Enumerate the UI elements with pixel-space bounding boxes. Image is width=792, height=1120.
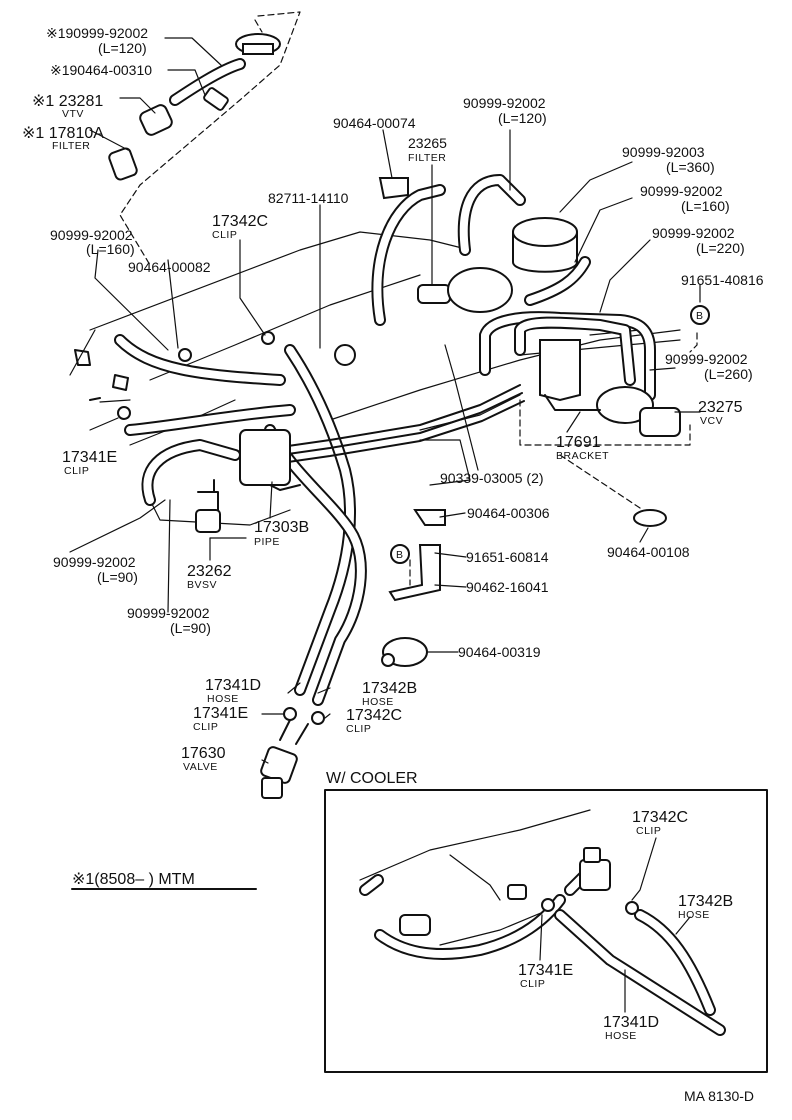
label-clip-17341e-left: CLIP: [64, 465, 89, 477]
label-190999-92002: ※190999-92002: [46, 25, 148, 41]
label-bvsv: BVSV: [187, 579, 217, 591]
metal-pipe-bundle: [249, 384, 525, 491]
label-17303b: 17303B: [254, 519, 309, 536]
production-date-note: ※1(8508– ) MTM: [72, 871, 195, 888]
label-90464-00082: 90464-00082: [128, 259, 211, 275]
dashed-boundaries: [119, 11, 698, 586]
label-clip-17342c-top: CLIP: [212, 229, 237, 241]
label-clip-17341e-lower: CLIP: [193, 721, 218, 733]
label-cooler-17341d: 17341D: [603, 1014, 659, 1031]
label-90999-92002-l120: 90999-92002: [463, 95, 546, 111]
label-91651-60814: 91651-60814: [466, 549, 549, 565]
label-17341e-left: 17341E: [62, 449, 117, 466]
label-90999-92002-l160-left: 90999-92002: [50, 227, 133, 243]
label-l120: (L=120): [498, 110, 547, 126]
label-vcv: VCV: [700, 415, 723, 427]
label-bracket: BRACKET: [556, 450, 609, 462]
label-90999-92002-l90-b: 90999-92002: [127, 605, 210, 621]
label-90999-92002-l260: 90999-92002: [665, 351, 748, 367]
label-91651-40816: 91651-40816: [681, 272, 764, 288]
label-valve: VALVE: [183, 761, 218, 773]
label-90339-03005: 90339-03005 (2): [440, 470, 544, 486]
label-17341d: 17341D: [205, 677, 261, 694]
label-17691: 17691: [556, 434, 601, 451]
label-clip-17342c-lower: CLIP: [346, 723, 371, 735]
label-hose-17342b: HOSE: [362, 696, 394, 708]
label-82711-14110: 82711-14110: [268, 190, 349, 206]
label-l360: (L=360): [666, 159, 715, 175]
label-filter-23265: FILTER: [408, 152, 446, 164]
label-l90-a: (L=90): [97, 569, 138, 585]
b-markers: B B: [390, 305, 710, 564]
label-cooler-17342c: 17342C: [632, 809, 688, 826]
label-l160-left: (L=160): [86, 241, 135, 257]
label-17342b: 17342B: [362, 680, 417, 697]
label-17342c-lower: 17342C: [346, 707, 402, 724]
label-l160-right: (L=160): [681, 198, 730, 214]
label-90464-00319: 90464-00319: [458, 644, 541, 660]
label-190999-92002-length: (L=120): [98, 40, 147, 56]
marker-b-right-text: B: [696, 310, 704, 322]
label-90999-92003: 90999-92003: [622, 144, 705, 160]
label-cooler-hose-17341d: HOSE: [605, 1030, 637, 1042]
leader-lines: [69, 37, 701, 764]
label-l220: (L=220): [696, 240, 745, 256]
label-90464-00306: 90464-00306: [467, 505, 550, 521]
label-90464-00108: 90464-00108: [607, 544, 690, 560]
label-90999-92002-l90-a: 90999-92002: [53, 554, 136, 570]
cooler-inset: W/ COOLER 17342C CLIP 17342B HOSE: [324, 770, 768, 1073]
label-cooler-hose-17342b: HOSE: [678, 909, 710, 921]
label-17341e-lower: 17341E: [193, 705, 248, 722]
cooler-leader-lines: [539, 837, 691, 1013]
label-vtv: VTV: [62, 108, 84, 120]
label-17342c-top: 17342C: [212, 213, 268, 230]
label-90999-92002-l220: 90999-92002: [652, 225, 735, 241]
label-17810a: ※1 17810A: [22, 125, 104, 142]
label-190464-00310: ※190464-00310: [50, 62, 152, 78]
label-cooler-clip-17341e: CLIP: [520, 978, 545, 990]
label-23262: 23262: [187, 563, 232, 580]
label-23275: 23275: [698, 399, 743, 416]
label-cooler-17342b: 17342B: [678, 893, 733, 910]
cooler-inset-title: W/ COOLER: [326, 770, 418, 787]
label-17630: 17630: [181, 745, 226, 762]
components: [74, 33, 681, 799]
part-labels: ※190999-92002 (L=120) ※190464-00310 ※1 2…: [22, 25, 764, 773]
cooler-inset-frame: [324, 789, 768, 1073]
figure-reference: MA 8130-D: [684, 1088, 754, 1104]
label-23281: ※1 23281: [32, 93, 103, 110]
label-l90-b: (L=90): [170, 620, 211, 636]
label-90464-00074: 90464-00074: [333, 115, 416, 131]
label-cooler-clip-17342c: CLIP: [636, 825, 661, 837]
label-23265: 23265: [408, 135, 447, 151]
marker-b-right: [690, 305, 710, 325]
label-pipe: PIPE: [254, 536, 280, 548]
marker-b-center-text: B: [396, 549, 404, 561]
label-90462-16041: 90462-16041: [466, 579, 549, 595]
hose-network: [114, 58, 656, 706]
cooler-engine-outline: [359, 809, 591, 946]
label-l260: (L=260): [704, 366, 753, 382]
label-90999-92002-l160-right: 90999-92002: [640, 183, 723, 199]
marker-b-center: [390, 544, 410, 564]
label-filter-top-left: FILTER: [52, 140, 90, 152]
label-hose-17341d: HOSE: [207, 693, 239, 705]
label-cooler-17341e: 17341E: [518, 962, 573, 979]
